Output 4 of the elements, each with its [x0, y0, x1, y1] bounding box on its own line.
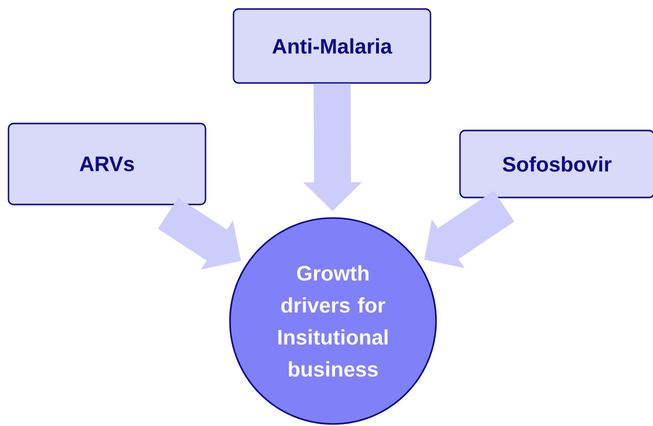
label-box: Anti-Malaria: [232, 8, 432, 84]
label-box: ARVs: [8, 122, 206, 206]
circle-node: Growth drivers for Insitutional business: [229, 217, 437, 425]
label-box: Sofosbovir: [459, 130, 653, 198]
